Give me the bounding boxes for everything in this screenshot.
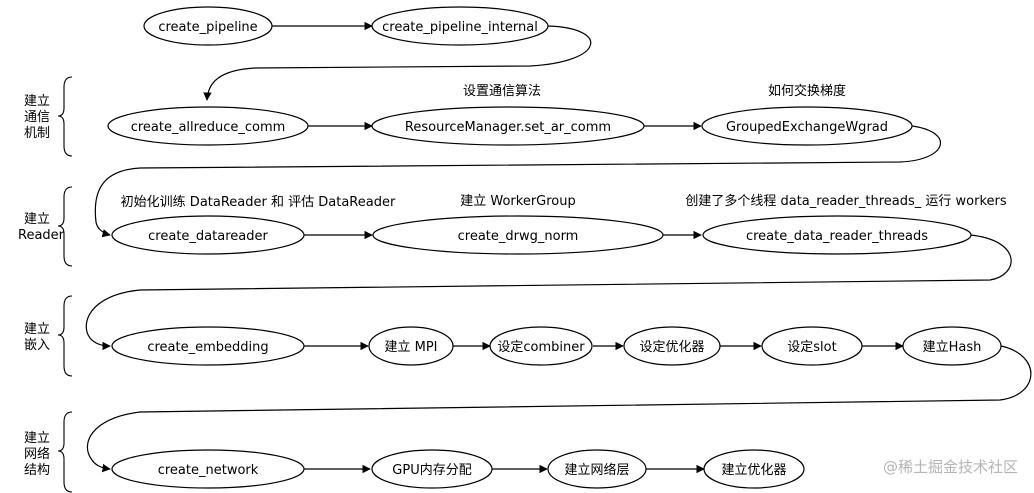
node-grouped-exchange-label: GroupedExchangeWgrad [726, 120, 888, 135]
node-create-embedding: create_embedding [111, 326, 305, 366]
section-comm-line3: 机制 [24, 126, 50, 141]
node-build-hash-label: 建立Hash [923, 340, 982, 355]
node-create-pipeline: create_pipeline [143, 6, 273, 46]
node-set-slot-label: 设定slot [787, 340, 836, 355]
node-create-pipeline-label: create_pipeline [158, 20, 257, 35]
node-set-optimizer: 设定优化器 [623, 326, 721, 366]
section-embed: 建立 嵌入 [24, 295, 73, 377]
node-build-layers-label: 建立网络层 [564, 462, 629, 478]
section-reader: 建立 Reader [18, 186, 73, 267]
edges [85, 21, 1032, 474]
node-create-pipeline-internal: create_pipeline_internal [371, 6, 549, 46]
node-set-slot: 设定slot [761, 326, 863, 366]
node-build-mpi-label: 建立 MPI [384, 340, 437, 355]
section-network-line2: 网络 [24, 446, 50, 462]
node-create-datareader: create_datareader [111, 215, 305, 255]
edge-threads-embedding [85, 234, 1012, 351]
section-reader-line2: Reader [18, 228, 65, 243]
section-comm-line2: 通信 [24, 110, 50, 125]
node-set-optimizer-label: 设定优化器 [639, 340, 704, 355]
section-comm: 建立 通信 机制 [24, 76, 73, 157]
node-build-layers: 建立网络层 [547, 449, 647, 489]
node-create-data-reader-threads: create_data_reader_threads [702, 215, 972, 255]
node-create-pipeline-internal-label: create_pipeline_internal [382, 20, 538, 35]
section-embed-line2: 嵌入 [24, 338, 50, 353]
node-create-embedding-label: create_embedding [147, 340, 268, 355]
node-create-drwg-norm-label: create_drwg_norm [458, 229, 579, 244]
node-build-mpi: 建立 MPI [368, 326, 454, 366]
node-create-network: create_network [111, 449, 305, 489]
node-create-allreduce-comm-label: create_allreduce_comm [131, 120, 286, 135]
note-how-exchange: 如何交换梯度 [768, 83, 846, 99]
node-create-datareader-label: create_datareader [148, 229, 268, 244]
node-set-combiner-label: 设定combiner [497, 340, 585, 355]
note-threads: 创建了多个线程 data_reader_threads_ 运行 workers [685, 193, 1007, 209]
node-create-drwg-norm: create_drwg_norm [372, 215, 664, 255]
node-grouped-exchange: GroupedExchangeWgrad [701, 106, 913, 146]
edge-grouped-datareader [94, 125, 942, 238]
node-set-combiner: 设定combiner [489, 326, 593, 366]
section-embed-line1: 建立 [24, 322, 50, 337]
node-create-network-label: create_network [158, 463, 259, 478]
edge-hash-network [86, 345, 1032, 473]
node-build-optimizer-label: 建立优化器 [721, 463, 786, 478]
section-comm-line1: 建立 [24, 94, 50, 109]
node-build-optimizer: 建立优化器 [703, 449, 805, 489]
note-init-readers: 初始化训练 DataReader 和 评估 DataReader [121, 195, 396, 210]
note-build-workergroup: 建立 WorkerGroup [460, 194, 576, 209]
section-network-line1: 建立 [24, 431, 50, 446]
note-set-algo: 设置通信算法 [463, 84, 541, 99]
node-create-allreduce-comm: create_allreduce_comm [107, 106, 309, 146]
node-gpu-mem: GPU内存分配 [371, 449, 493, 489]
node-create-data-reader-threads-label: create_data_reader_threads [746, 229, 928, 244]
node-set-ar-comm-label: ResourceManager.set_ar_comm [405, 120, 611, 135]
watermark: @稀土掘金技术社区 [883, 458, 1018, 476]
node-set-ar-comm: ResourceManager.set_ar_comm [371, 106, 645, 146]
node-gpu-mem-label: GPU内存分配 [392, 462, 471, 478]
section-network-line3: 结构 [24, 463, 50, 478]
node-build-hash: 建立Hash [902, 326, 1002, 366]
section-reader-line1: 建立 [24, 212, 50, 227]
section-network: 建立 网络 结构 [24, 411, 73, 493]
edge-internal-allreduce [203, 25, 592, 101]
